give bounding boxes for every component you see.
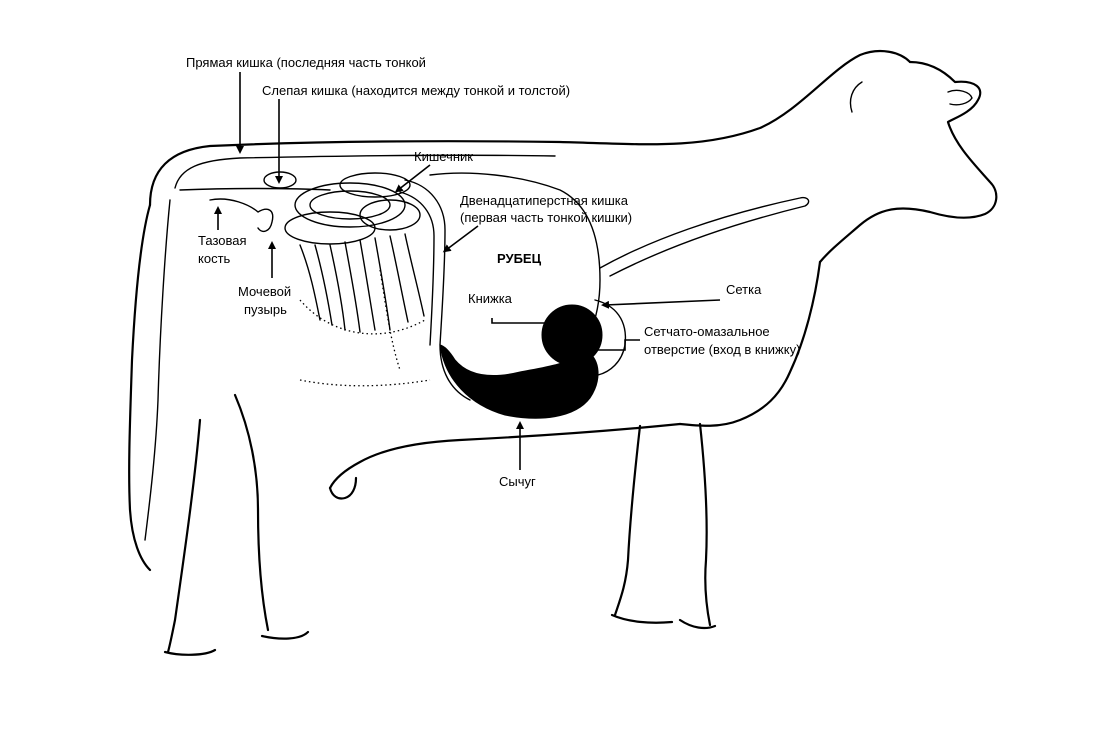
cow-hind-hooves xyxy=(163,630,310,656)
cow-head xyxy=(818,60,998,264)
leader-lines xyxy=(214,72,721,470)
cow-hind-leg-2 xyxy=(166,418,202,654)
label-rumen: РУБЕЦ xyxy=(497,251,542,266)
cow-outline xyxy=(128,49,998,656)
label-orifice-line1: Сетчато-омазальное xyxy=(644,324,770,339)
cow-front-leg-1 xyxy=(613,424,642,617)
labels: Прямая кишка (последняя часть тонкой Сле… xyxy=(186,55,800,489)
cow-neck-under xyxy=(678,260,822,427)
cow-back-line xyxy=(148,49,912,207)
cow-front-leg-2 xyxy=(698,422,712,627)
label-orifice-line2: отверстие (вход в книжку) xyxy=(644,342,800,357)
label-abomasum: Сычуг xyxy=(499,474,536,489)
reticulum-arrow xyxy=(601,299,721,309)
intestine-fringe xyxy=(299,233,425,333)
label-duodenum-line1: Двенадцатиперстная кишка xyxy=(460,193,629,208)
cow-back-inner xyxy=(174,154,556,189)
orifice-leader xyxy=(572,339,640,351)
rectum-tube xyxy=(179,187,331,191)
cow-ear xyxy=(947,89,973,106)
label-pelvic-line1: Тазовая xyxy=(198,233,247,248)
cow-ear-left xyxy=(849,81,863,113)
cow-front-hooves xyxy=(610,613,717,630)
label-pelvic-line2: кость xyxy=(198,251,231,266)
duodenum-tube xyxy=(404,179,471,401)
cow-body-dotted xyxy=(299,269,431,387)
label-intestine: Кишечник xyxy=(414,149,473,164)
label-bladder-line1: Мочевой xyxy=(238,284,291,299)
cow-hind-leg-outer xyxy=(128,203,152,572)
cow-neck-line xyxy=(599,196,810,277)
intestine-coils xyxy=(263,171,421,245)
cow-udder xyxy=(328,476,358,500)
label-cecum: Слепая кишка (находится между тонкой и т… xyxy=(262,83,570,98)
label-reticulum: Сетка xyxy=(726,282,762,297)
label-omasum: Книжка xyxy=(468,291,513,306)
omasum-shape xyxy=(541,304,603,366)
cow-hind-leg-1 xyxy=(233,393,270,632)
cow-tail xyxy=(144,199,171,541)
pelvic-bone xyxy=(209,198,274,233)
omasum-leader xyxy=(491,318,550,324)
label-bladder-line2: пузырь xyxy=(244,302,287,317)
cow-belly xyxy=(328,422,682,490)
duodenum-arrow xyxy=(442,225,479,253)
duodenum-tube-inner xyxy=(399,191,435,346)
label-rectum: Прямая кишка (последняя часть тонкой xyxy=(186,55,426,70)
label-duodenum-line2: (первая часть тонкой кишки) xyxy=(460,210,632,225)
intestine-arrow xyxy=(394,164,431,193)
